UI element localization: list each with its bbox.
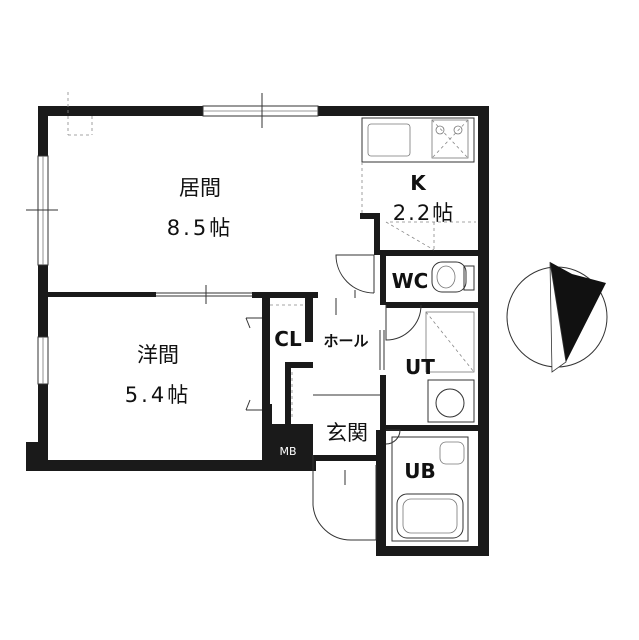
room-hall-name: ホール bbox=[323, 332, 368, 350]
kitchen-fixtures bbox=[361, 117, 476, 251]
swing-doors bbox=[312, 254, 422, 541]
windows bbox=[26, 93, 319, 385]
room-bath-name: UB bbox=[404, 459, 435, 483]
room-western-name: 洋間 bbox=[137, 343, 179, 367]
misc-marks bbox=[67, 92, 380, 470]
sliding-doors bbox=[156, 285, 252, 304]
room-western-size: 5.4帖 bbox=[125, 383, 191, 407]
room-meter-box-name: MB bbox=[279, 445, 296, 458]
room-entrance-name: 玄関 bbox=[326, 421, 368, 445]
room-kitchen-name: K bbox=[410, 171, 427, 195]
room-wc-name: WC bbox=[392, 269, 429, 293]
closet-doors bbox=[245, 304, 305, 411]
room-living-name: 居間 bbox=[179, 176, 221, 200]
room-labels: 居間 8.5帖 洋間 5.4帖 K 2.2帖 WC CL ホール UT 玄関 U… bbox=[125, 171, 455, 483]
bath-fixtures bbox=[391, 436, 469, 542]
room-closet-name: CL bbox=[274, 327, 302, 351]
utility-fixtures bbox=[425, 311, 475, 423]
north-arrow-icon bbox=[506, 261, 608, 373]
room-utility-name: UT bbox=[405, 355, 435, 379]
interior-walls bbox=[48, 213, 478, 465]
toilet-fixture bbox=[431, 261, 475, 293]
outer-walls bbox=[26, 106, 489, 556]
room-kitchen-size: 2.2帖 bbox=[393, 201, 455, 225]
room-living-size: 8.5帖 bbox=[167, 216, 233, 240]
